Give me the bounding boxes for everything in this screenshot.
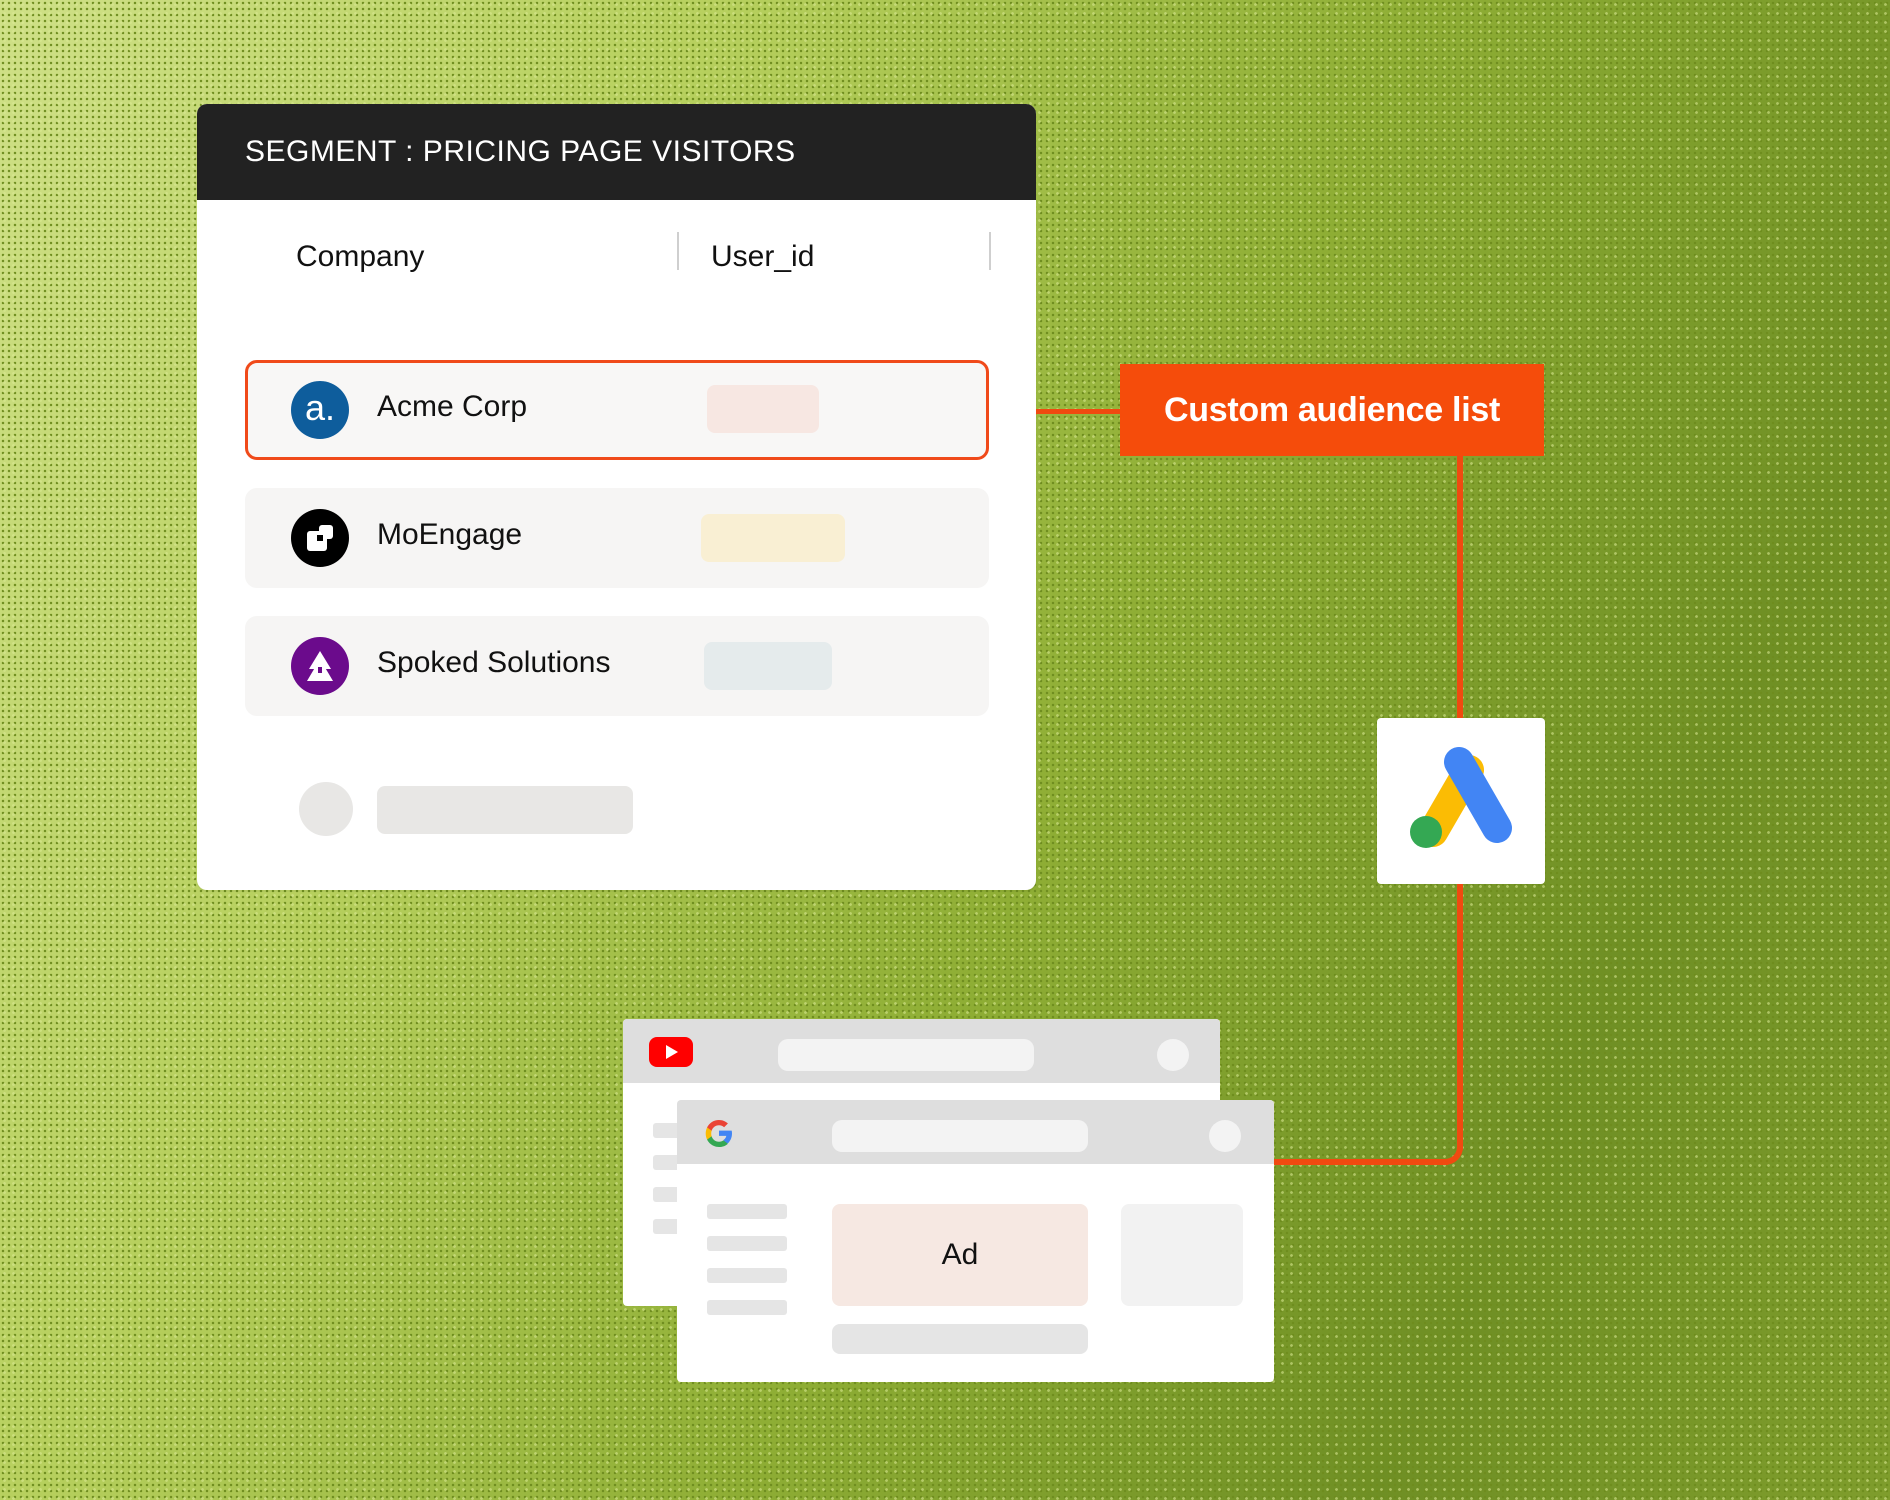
browser-bar	[677, 1100, 1274, 1164]
spoked-logo-icon	[291, 637, 349, 695]
user-id-placeholder	[701, 514, 845, 562]
user-id-placeholder	[707, 385, 819, 433]
skeleton-avatar	[299, 782, 353, 836]
connector-line	[1457, 882, 1463, 1150]
moengage-logo-icon	[291, 509, 349, 567]
table-row-moengage[interactable]: MoEngage	[245, 488, 989, 588]
callout-label: Custom audience list	[1164, 390, 1500, 429]
browser-bar	[623, 1019, 1220, 1083]
segment-header: SEGMENT : PRICING PAGE VISITORS	[197, 104, 1036, 200]
connector-corner	[1438, 1130, 1463, 1165]
connector-line	[1020, 409, 1130, 414]
google-ads-card[interactable]	[1377, 718, 1545, 884]
column-divider	[989, 232, 991, 270]
company-name: Spoked Solutions	[377, 646, 611, 679]
column-header-company[interactable]: Company	[296, 240, 425, 273]
ad-placement[interactable]: Ad	[832, 1204, 1088, 1306]
address-bar[interactable]	[832, 1120, 1088, 1152]
skeleton-line	[707, 1236, 787, 1251]
segment-card: SEGMENT : PRICING PAGE VISITORS Company …	[197, 104, 1036, 890]
connector-line	[1457, 455, 1463, 720]
skeleton-text	[832, 1324, 1088, 1354]
table-row-acme-corp[interactable]: a. Acme Corp	[245, 360, 989, 460]
skeleton-text	[377, 786, 633, 834]
skeleton-line	[707, 1204, 787, 1219]
user-id-placeholder	[704, 642, 832, 690]
segment-title: SEGMENT : PRICING PAGE VISITORS	[245, 135, 796, 168]
company-name: MoEngage	[377, 518, 523, 551]
google-icon	[705, 1120, 732, 1147]
skeleton-line	[653, 1187, 683, 1202]
skeleton-card	[1121, 1204, 1243, 1306]
column-divider	[677, 232, 679, 270]
skeleton-line	[653, 1123, 683, 1138]
menu-dot-icon[interactable]	[1209, 1120, 1241, 1152]
menu-dot-icon[interactable]	[1157, 1039, 1189, 1071]
address-bar[interactable]	[778, 1039, 1034, 1071]
acme-logo-icon: a.	[291, 381, 349, 439]
skeleton-line	[707, 1300, 787, 1315]
custom-audience-callout: Custom audience list	[1120, 364, 1544, 456]
ad-label: Ad	[941, 1238, 979, 1271]
company-name: Acme Corp	[377, 390, 528, 423]
google-ads-icon	[1410, 747, 1512, 848]
table-header: Company User_id	[197, 200, 1036, 300]
table-row-spoked-solutions[interactable]: Spoked Solutions	[245, 616, 989, 716]
youtube-icon	[649, 1037, 693, 1067]
connector-line	[1270, 1159, 1448, 1165]
skeleton-line	[653, 1219, 683, 1234]
skeleton-line	[707, 1268, 787, 1283]
skeleton-line	[653, 1155, 683, 1170]
browser-window-google[interactable]: Ad	[677, 1100, 1274, 1382]
column-header-user-id[interactable]: User_id	[711, 240, 815, 273]
